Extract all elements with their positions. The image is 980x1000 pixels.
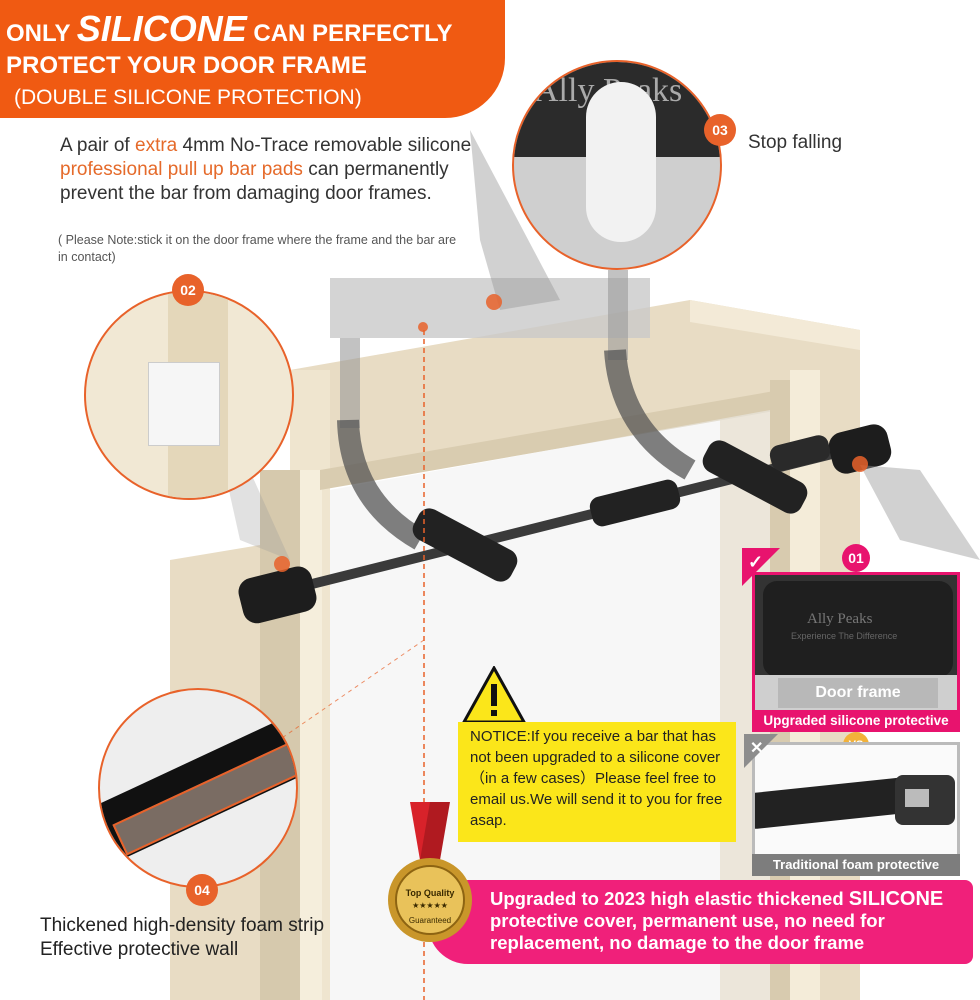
- callout-03-zoom: Ally Peaks: [512, 60, 722, 270]
- medal-stars: ★★★★★: [412, 901, 448, 910]
- marker-dot-04: [418, 322, 428, 332]
- badge-04: 04: [186, 874, 218, 906]
- upgraded-silicone-panel: Ally Peaks Experience The Difference: [752, 572, 960, 732]
- warning-icon: [462, 666, 526, 724]
- header-banner: ONLY SILICONE CAN PERFECTLY PROTECT YOUR…: [0, 0, 505, 118]
- traditional-foam-panel: [752, 742, 960, 876]
- marker-dot-01: [852, 456, 868, 472]
- panel-slogan: Experience The Difference: [791, 631, 898, 641]
- marker-dot-03: [486, 294, 502, 310]
- banner-line-3: (DOUBLE SILICONE PROTECTION): [14, 86, 362, 109]
- bottom-banner: Upgraded to 2023 high elastic thickened …: [428, 880, 973, 964]
- upgraded-silicone-label: Upgraded silicone protective: [752, 710, 960, 732]
- quality-medal: [388, 802, 472, 942]
- banner-line-2: PROTECT YOUR DOOR FRAME: [6, 52, 367, 79]
- stop-falling-label: Stop falling: [748, 132, 843, 153]
- x-corner: [744, 734, 778, 768]
- medal-bottom-text: Guaranteed: [408, 916, 452, 925]
- banner-line-1: ONLY SILICONE CAN PERFECTLY: [6, 8, 453, 49]
- badge-02: 02: [172, 274, 204, 306]
- intro-text: A pair of extra 4mm No-Trace removable s…: [60, 135, 472, 204]
- notice-box: NOTICE:If you receive a bar that has not…: [458, 722, 736, 842]
- badge-03: 03: [704, 114, 736, 146]
- check-icon: ✓: [748, 552, 764, 572]
- install-note: ( Please Note:stick it on the door frame…: [58, 233, 457, 264]
- panel-brand: Ally Peaks: [807, 611, 873, 627]
- x-icon: ✕: [750, 740, 764, 757]
- marker-dot-02: [274, 556, 290, 572]
- callout-02-zoom: [84, 290, 294, 500]
- door-frame-label: Door frame: [778, 678, 938, 708]
- traditional-foam-label: Traditional foam protective: [752, 854, 960, 876]
- badge-01: 01: [842, 544, 870, 572]
- check-corner: [742, 548, 780, 586]
- callout-04-zoom: [98, 688, 298, 888]
- foam-strip-label: Thickened high-density foam strip Effect…: [40, 915, 325, 960]
- medal-top-text: Top Quality: [405, 888, 455, 898]
